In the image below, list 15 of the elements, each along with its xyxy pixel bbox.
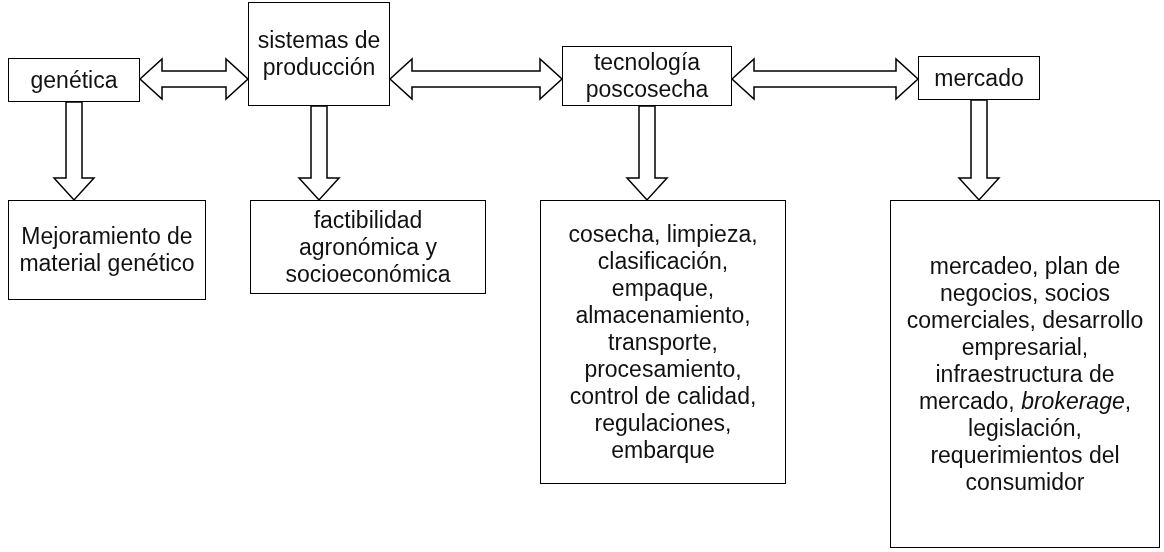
double-block-arrow (388, 57, 564, 101)
block-arrow (297, 105, 341, 202)
category-box: genética (8, 58, 140, 102)
description-box: factibilidad agronómica y socioeconómica (250, 200, 486, 294)
description-box: mercadeo, plan de negocios, socios comerciales, desarrollo empresarial, infraestructura de mercado, brokerage, legislación, requerimientos del consumidor (890, 200, 1160, 548)
double-block-arrow (138, 57, 250, 101)
category-box: sistemas de producción (248, 2, 390, 106)
category-box: mercado (918, 56, 1040, 100)
description-box: cosecha, limpieza, clasificación, empaque, almacenamiento, transporte, procesamiento, control de calidad, regulaciones, embarque (540, 200, 786, 484)
block-arrow (625, 105, 669, 202)
description-box: Mejoramiento de material genético (8, 200, 206, 300)
block-arrow (957, 99, 1001, 202)
block-arrow (52, 101, 96, 202)
category-box: tecnología poscosecha (562, 46, 732, 106)
double-block-arrow (730, 57, 920, 101)
